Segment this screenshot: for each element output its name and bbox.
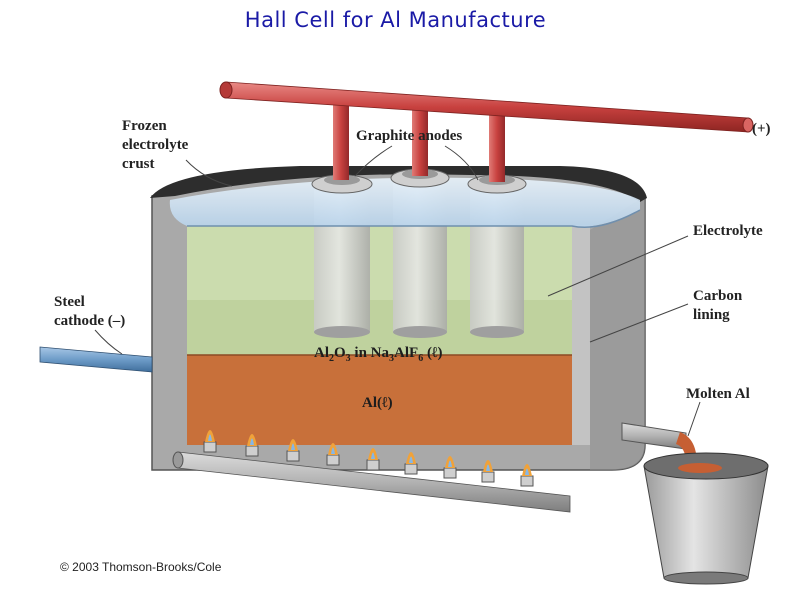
copyright-notice: © 2003 Thomson-Brooks/Cole bbox=[60, 560, 222, 574]
formula-subscript: 3 bbox=[389, 353, 394, 364]
label-frozen-crust-line-2: electrolyte bbox=[122, 137, 189, 153]
formula-part: (ℓ) bbox=[423, 345, 442, 361]
positive-bus-bar bbox=[225, 81, 749, 133]
label-steel-cathode-line-2: cathode (–) bbox=[54, 313, 125, 329]
page-title: Hall Cell for Al Manufacture bbox=[244, 8, 547, 32]
label-frozen-crust: Frozen electrolyte crust bbox=[122, 118, 192, 172]
label-electrolyte-composition: Al2O3 in Na3AlF6 (ℓ) bbox=[314, 345, 443, 364]
anode-collar-2 bbox=[390, 168, 450, 188]
label-electrolyte: Electrolyte bbox=[693, 223, 763, 239]
label-graphite-anodes: Graphite anodes bbox=[356, 128, 462, 144]
label-positive-terminal: (+) bbox=[752, 121, 771, 137]
crust-front-edge bbox=[187, 209, 641, 229]
label-molten-al-layer: Al(ℓ) bbox=[362, 395, 393, 411]
label-carbon-lining-line-2: lining bbox=[693, 307, 730, 323]
label-frozen-crust-line-1: Frozen bbox=[122, 118, 167, 134]
label-carbon-lining: Carbon lining bbox=[693, 288, 746, 323]
label-steel-cathode-line-1: Steel bbox=[54, 294, 85, 310]
anode-rod-1 bbox=[333, 104, 349, 180]
anode-rod-3 bbox=[489, 112, 505, 182]
formula-part: in Na bbox=[351, 345, 390, 361]
manifold-end bbox=[172, 451, 184, 469]
shell-rim bbox=[150, 166, 647, 202]
anode-rod-2 bbox=[412, 108, 428, 176]
label-steel-cathode: Steel cathode (–) bbox=[54, 294, 125, 329]
frozen-crust bbox=[169, 177, 641, 227]
formula-subscript: 3 bbox=[346, 353, 351, 364]
carbon-lining bbox=[572, 225, 590, 445]
anode-collar-3 bbox=[467, 174, 527, 194]
leader-lines bbox=[94, 145, 701, 437]
cathode-pipe bbox=[39, 346, 153, 373]
burner-flames bbox=[203, 430, 534, 487]
bus-bar-left-end bbox=[219, 81, 233, 99]
label-carbon-lining-line-1: Carbon bbox=[693, 288, 743, 304]
formula-part: AlF bbox=[394, 345, 418, 361]
formula-part: O bbox=[334, 345, 346, 361]
label-molten-al: Molten Al bbox=[686, 386, 750, 402]
bus-bar-right-end bbox=[742, 117, 754, 133]
shell-side-face bbox=[590, 196, 645, 470]
formula-subscript: 2 bbox=[329, 353, 334, 364]
molten-aluminum-layer bbox=[187, 355, 572, 445]
label-frozen-crust-line-3: crust bbox=[122, 156, 155, 172]
collection-bucket bbox=[643, 452, 769, 585]
formula-part: Al bbox=[314, 345, 329, 361]
formula-subscript: 6 bbox=[418, 353, 423, 364]
